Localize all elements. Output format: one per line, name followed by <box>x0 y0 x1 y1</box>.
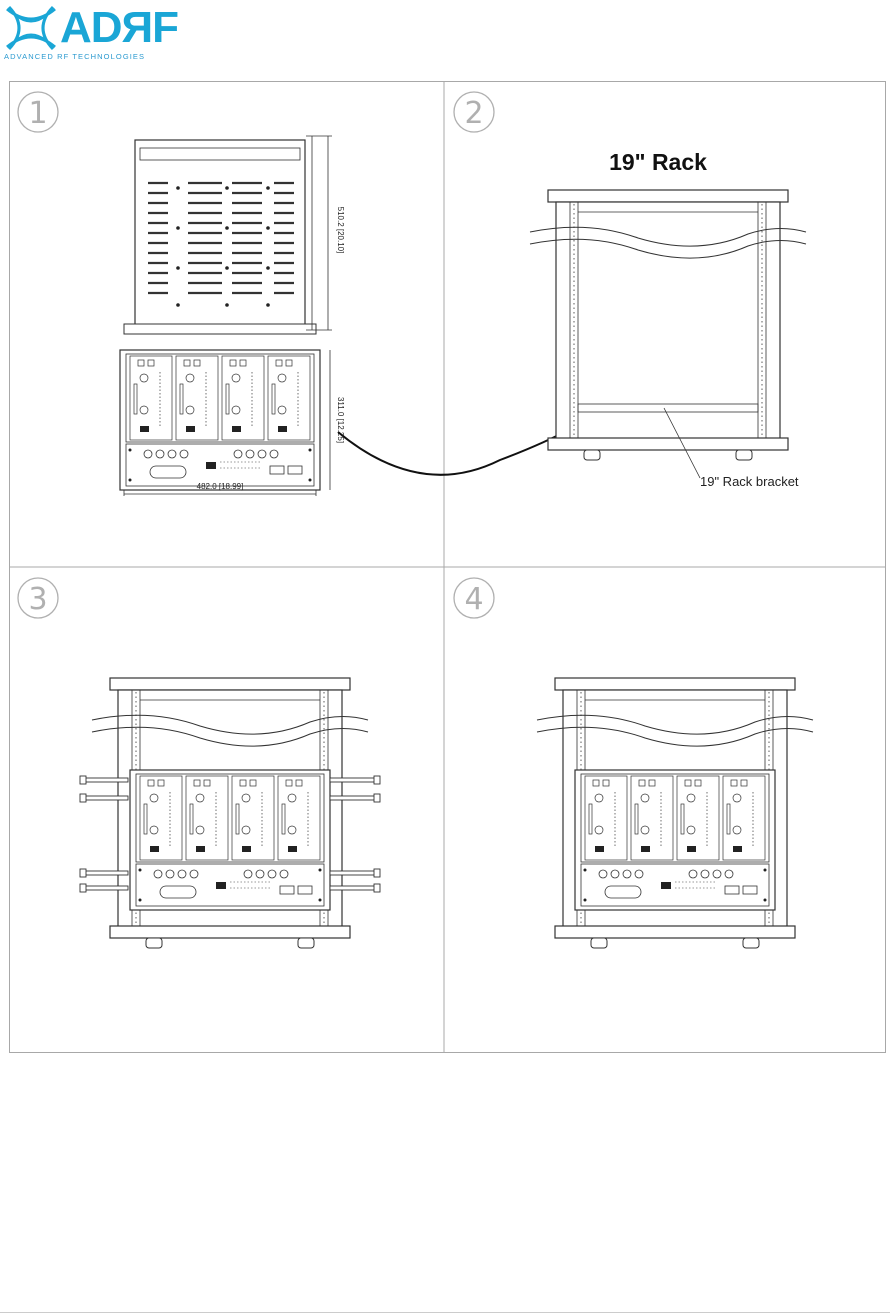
step-2-panel: 2 19" Rack 19" Rack bracket <box>454 92 806 489</box>
rack-title: 19" Rack <box>609 149 707 175</box>
unit-top-view: 510.2 [20.10] <box>124 136 345 334</box>
step-4-number: 4 <box>464 582 483 617</box>
unit-front-view <box>120 350 320 490</box>
step-1-panel: 1 <box>18 92 624 496</box>
step-4-panel: 4 <box>454 578 813 948</box>
step-2-number: 2 <box>464 96 483 131</box>
depth-dimension: 510.2 [20.10] <box>336 207 345 254</box>
rack-bracket-callout: 19" Rack bracket <box>700 474 799 489</box>
step-3-panel: 3 <box>18 578 380 948</box>
width-dimension: 482.0 [18.99] <box>197 482 244 491</box>
step-1-number: 1 <box>28 96 47 131</box>
rack-with-unit-step3 <box>92 678 368 948</box>
rack-with-unit-step4 <box>537 678 813 948</box>
step-3-number: 3 <box>28 582 47 617</box>
page-bottom-rule <box>0 1312 890 1313</box>
empty-rack <box>530 190 806 460</box>
